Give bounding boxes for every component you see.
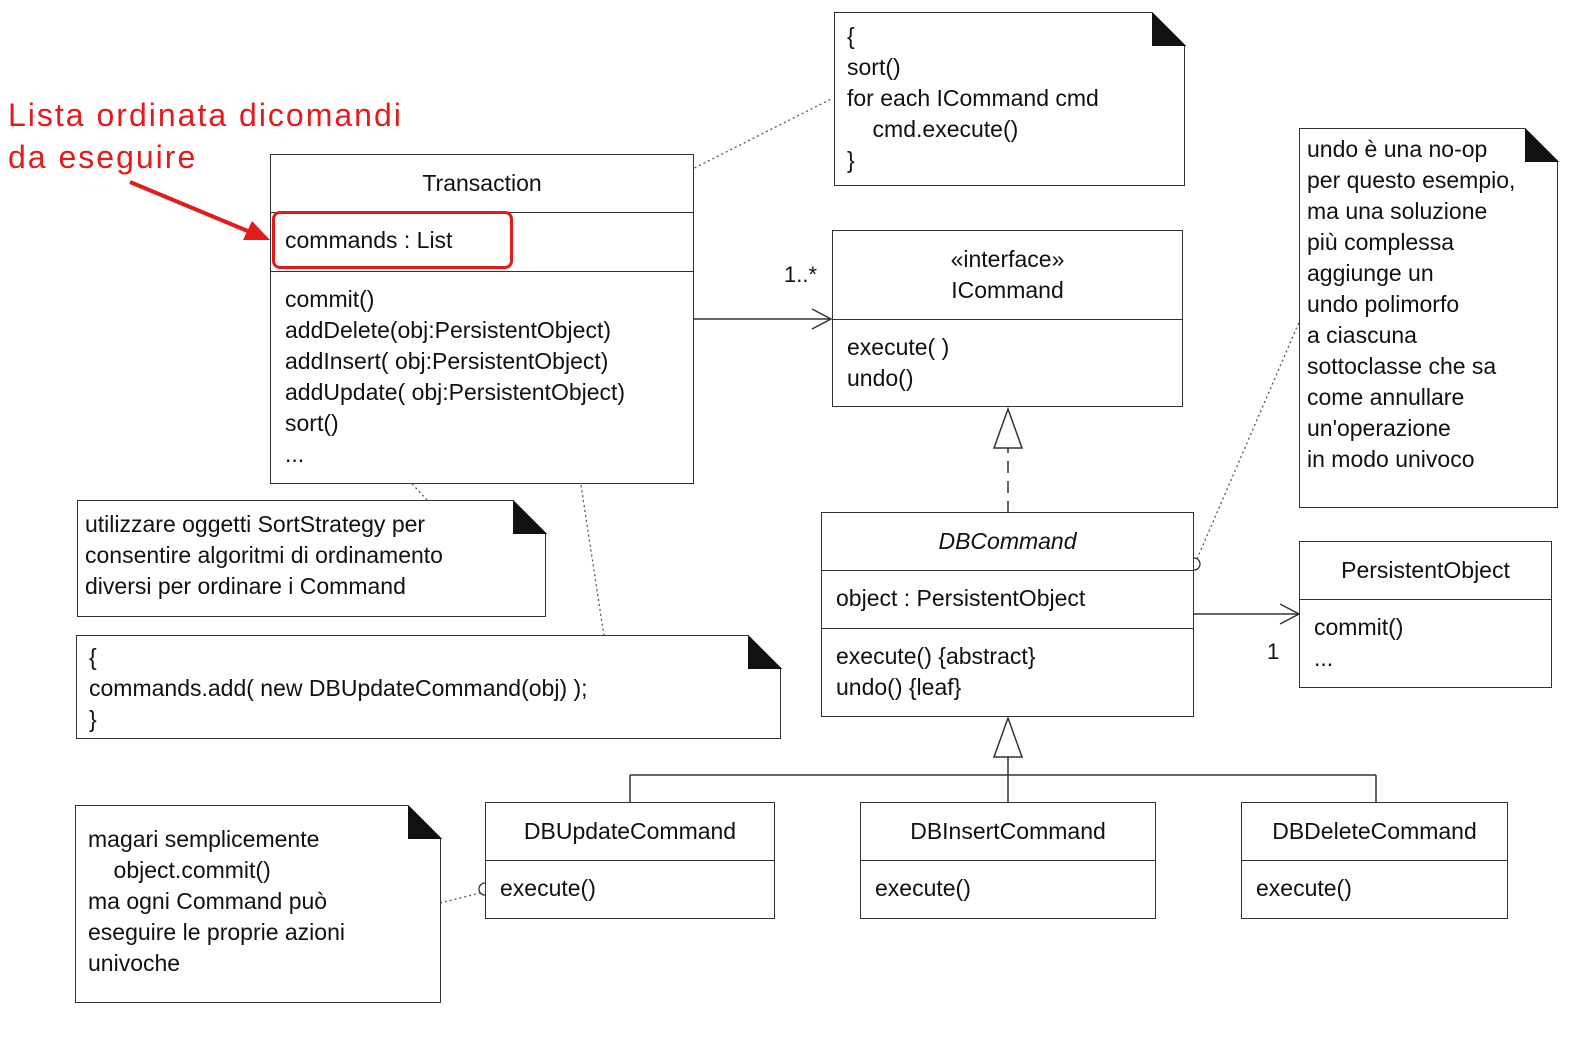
class-name: DBDeleteCommand bbox=[1272, 818, 1477, 844]
class-db-delete-command: DBDeleteCommand execute() bbox=[1241, 802, 1508, 919]
class-db-insert-command: DBInsertCommand execute() bbox=[860, 802, 1156, 919]
callout-arrowhead bbox=[243, 221, 270, 240]
note-fold-corner bbox=[512, 499, 547, 534]
operation: commit() bbox=[285, 286, 375, 312]
note-fold-corner bbox=[407, 804, 442, 839]
class-db-update-command: DBUpdateCommand execute() bbox=[485, 802, 775, 919]
note-anchor-undo bbox=[1196, 319, 1301, 560]
operation-compartment: execute() bbox=[1242, 860, 1507, 910]
class-transaction: Transaction commands : List commit() add… bbox=[270, 154, 694, 484]
note-fold-corner bbox=[1524, 127, 1559, 162]
operation: ... bbox=[285, 441, 305, 467]
class-name: Transaction bbox=[422, 170, 542, 196]
note-fold-corner bbox=[747, 634, 782, 669]
class-name: DBUpdateCommand bbox=[523, 818, 737, 844]
operation: undo() {leaf} bbox=[836, 674, 962, 700]
interface-icommand: «interface» ICommand execute( ) undo() bbox=[832, 230, 1183, 407]
association-arrowhead bbox=[811, 308, 833, 330]
operation-compartment: execute() {abstract} undo() {leaf} bbox=[822, 628, 1193, 709]
operation: execute() bbox=[875, 875, 971, 901]
operation: execute() bbox=[1256, 875, 1352, 901]
class-name: DBCommand bbox=[938, 528, 1077, 554]
operation: execute() {abstract} bbox=[836, 643, 1036, 669]
operation: undo() bbox=[847, 365, 914, 391]
class-name: PersistentObject bbox=[1341, 557, 1510, 583]
callout-arrow-line bbox=[129, 180, 251, 234]
operation-compartment: execute( ) undo() bbox=[833, 319, 1182, 400]
interface-name: ICommand bbox=[951, 277, 1064, 303]
note-anchor-execute bbox=[439, 892, 481, 904]
note-sort-strategy: utilizzare oggetti SortStrategy per cons… bbox=[77, 499, 547, 617]
operation-compartment: execute() bbox=[861, 860, 1155, 910]
attribute: object : PersistentObject bbox=[836, 585, 1086, 611]
generalization-arrowhead bbox=[992, 715, 1024, 758]
multiplicity-object: 1 bbox=[1267, 639, 1280, 664]
operation-compartment: commit() ... bbox=[1300, 599, 1551, 680]
operation: addDelete(obj:PersistentObject) bbox=[285, 317, 611, 343]
class-dbcommand: DBCommand object : PersistentObject exec… bbox=[821, 512, 1194, 717]
operation: addInsert( obj:PersistentObject) bbox=[285, 348, 609, 374]
multiplicity-commands: 1..* bbox=[784, 262, 818, 287]
note-add-update-code: { commands.add( new DBUpdateCommand(obj)… bbox=[76, 634, 782, 739]
note-execute-hint: magari semplicemente object.commit() ma … bbox=[75, 804, 442, 1003]
operation-compartment: commit() addDelete(obj:PersistentObject)… bbox=[271, 271, 693, 476]
operation: addUpdate( obj:PersistentObject) bbox=[285, 379, 626, 405]
attribute: commands : List bbox=[285, 227, 453, 253]
operation: ... bbox=[1314, 645, 1334, 671]
realization-arrowhead bbox=[992, 406, 1024, 449]
stereotype: «interface» bbox=[950, 246, 1065, 272]
attribute-compartment: object : PersistentObject bbox=[822, 570, 1193, 628]
class-name: DBInsertCommand bbox=[910, 818, 1106, 844]
class-persistent-object: PersistentObject commit() ... bbox=[1299, 541, 1552, 688]
operation-compartment: execute() bbox=[486, 860, 774, 910]
note-undo: undo è una no-op per questo esempio, ma … bbox=[1299, 127, 1559, 508]
highlight-commands bbox=[272, 211, 513, 269]
operation: sort() bbox=[285, 410, 339, 436]
operation: execute( ) bbox=[847, 334, 950, 360]
operation: commit() bbox=[1314, 614, 1404, 640]
callout-text: Lista ordinata dicomandi da eseguire bbox=[8, 97, 403, 175]
note-commit-code: { sort() for each ICommand cmd cmd.execu… bbox=[834, 11, 1186, 186]
operation: execute() bbox=[500, 875, 596, 901]
note-fold-corner bbox=[1151, 11, 1186, 46]
